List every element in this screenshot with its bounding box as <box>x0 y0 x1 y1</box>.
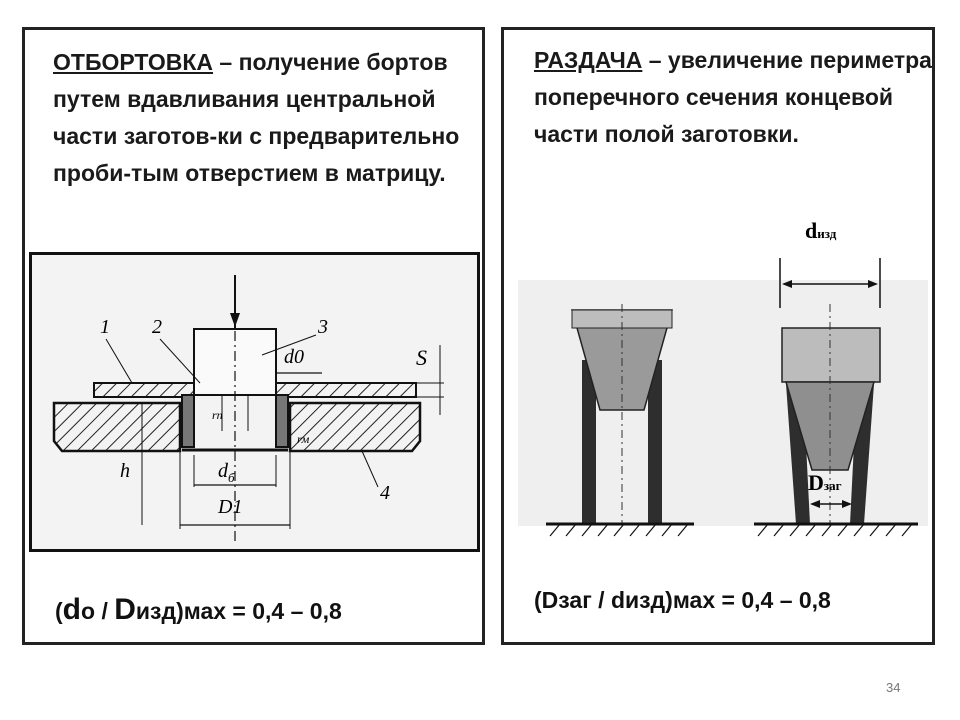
D-zag-label: Dзаг <box>808 470 842 495</box>
flanging-diagram-svg: d0 S h dб D1 1 2 3 4 <box>52 275 444 545</box>
h-label: h <box>120 460 130 482</box>
rp-label: rп <box>212 408 223 422</box>
expansion-punch-top <box>781 327 881 383</box>
expansion-term: РАЗДАЧА <box>534 47 643 73</box>
right-panel: РАЗДАЧА – увеличение периметра поперечно… <box>501 27 935 645</box>
page-number: 34 <box>886 680 901 695</box>
flanging-formula: (do / Dизд)мах = 0,4 – 0,8 <box>55 593 342 626</box>
die-left <box>52 401 182 453</box>
d0-label: d0 <box>284 346 304 368</box>
flanging-term: ОТБОРТОВКА <box>53 49 214 75</box>
flanging-definition: ОТБОРТОВКА – получение бортов путем вдав… <box>53 44 473 192</box>
part-3-label: 3 <box>317 316 328 338</box>
rm-label: rм <box>297 432 310 446</box>
expansion-definition: РАЗДАЧА – увеличение периметра поперечно… <box>534 42 934 153</box>
tube-wall-left <box>582 360 596 524</box>
d-izd-label: dизд <box>805 218 837 243</box>
D1-label: D1 <box>217 496 242 518</box>
expansion-formula: (Dзаг / dизд)мах = 0,4 – 0,8 <box>534 587 831 613</box>
left-panel: ОТБОРТОВКА – получение бортов путем вдав… <box>22 27 485 645</box>
tube-wall-right <box>648 360 662 524</box>
blank-sheet-right <box>275 382 417 398</box>
part-4-label: 4 <box>380 482 390 504</box>
die-right <box>288 401 422 453</box>
part-2-label: 2 <box>152 316 162 338</box>
db-label: dб <box>218 460 235 485</box>
s-label: S <box>416 345 427 370</box>
flanging-diagram: d0 S h dб D1 1 2 3 4 <box>29 252 480 552</box>
blank-sheet-left <box>93 382 195 398</box>
expansion-definition-text: – увеличение периметра поперечного сечен… <box>534 47 932 147</box>
part-1-label: 1 <box>100 316 110 338</box>
ground-hatch <box>549 523 913 537</box>
flanging-definition-text: – получение бортов путем вдавливания цен… <box>53 49 460 186</box>
expansion-diagram: dизд Dзаг <box>518 218 928 537</box>
